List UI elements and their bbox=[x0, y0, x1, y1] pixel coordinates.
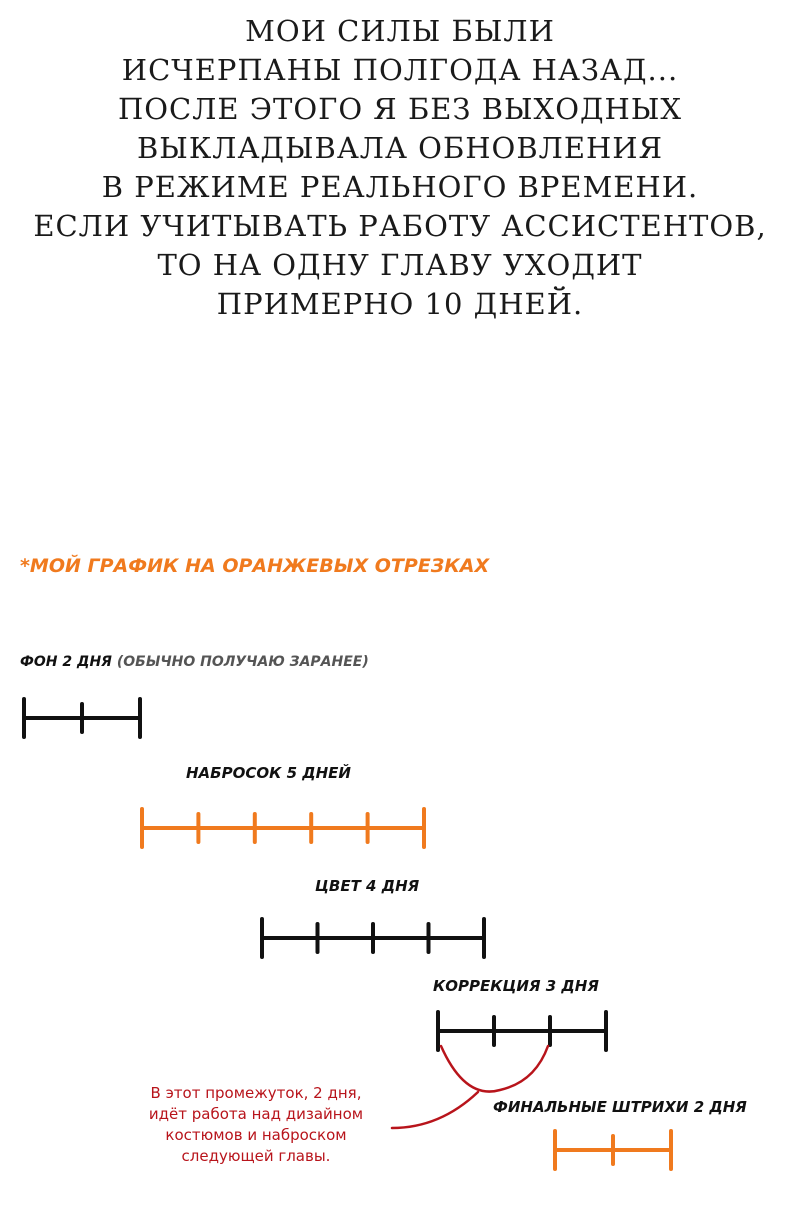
schedule-note: *МОЙ ГРАФИК НА ОРАНЖЕВЫХ ОТРЕЗКАХ bbox=[20, 555, 490, 577]
overlap-note: В этот промежуток, 2 дня, идёт работа на… bbox=[118, 1083, 394, 1167]
overlap-note-line: В этот промежуток, 2 дня, bbox=[150, 1084, 362, 1102]
timeline-bar-correction bbox=[436, 1010, 608, 1052]
overlap-note-line: идёт работа над дизайном bbox=[148, 1105, 364, 1123]
stage-label-background-title: ФОН 2 ДНЯ bbox=[20, 654, 112, 670]
stage-label-background-aside: (ОБЫЧНО ПОЛУЧАЮ ЗАРАНЕЕ) bbox=[116, 654, 369, 670]
intro-line: ИСЧЕРПАНЫ ПОЛГОДА НАЗАД... bbox=[121, 53, 679, 87]
timeline-bar-final-touches bbox=[553, 1129, 673, 1171]
stage-label-background: ФОН 2 ДНЯ (ОБЫЧНО ПОЛУЧАЮ ЗАРАНЕЕ) bbox=[20, 654, 369, 670]
intro-line: МОИ СИЛЫ БЫЛИ bbox=[245, 14, 555, 48]
stage-label-final-touches: ФИНАЛЬНЫЕ ШТРИХИ 2 ДНЯ bbox=[493, 1098, 747, 1116]
intro-line: ВЫКЛАДЫВАЛА ОБНОВЛЕНИЯ bbox=[136, 131, 664, 165]
stage-label-color: ЦВЕТ 4 ДНЯ bbox=[315, 877, 420, 895]
overlap-brace bbox=[439, 1044, 550, 1093]
stage-label-sketch: НАБРОСОК 5 ДНЕЙ bbox=[186, 764, 351, 782]
intro-line: ПРИМЕРНО 10 ДНЕЙ. bbox=[216, 287, 584, 321]
stage-label-correction: КОРРЕКЦИЯ 3 ДНЯ bbox=[433, 977, 599, 995]
intro-text: МОИ СИЛЫ БЫЛИ ИСЧЕРПАНЫ ПОЛГОДА НАЗАД...… bbox=[0, 12, 800, 324]
overlap-note-line: следующей главы. bbox=[181, 1147, 331, 1165]
intro-line: ЕСЛИ УЧИТЫВАТЬ РАБОТУ АССИСТЕНТОВ, bbox=[33, 209, 767, 243]
intro-line: ПОСЛЕ ЭТОГО Я БЕЗ ВЫХОДНЫХ bbox=[117, 92, 683, 126]
overlap-note-line: костюмов и наброском bbox=[165, 1126, 347, 1144]
overlap-pointer bbox=[390, 1090, 480, 1130]
intro-line: В РЕЖИМЕ РЕАЛЬНОГО ВРЕМЕНИ. bbox=[101, 170, 699, 204]
timeline-bar-background bbox=[22, 697, 142, 739]
timeline-bar-sketch bbox=[140, 807, 426, 849]
timeline-bar-color bbox=[260, 917, 486, 959]
intro-line: ТО НА ОДНУ ГЛАВУ УХОДИТ bbox=[157, 248, 643, 282]
